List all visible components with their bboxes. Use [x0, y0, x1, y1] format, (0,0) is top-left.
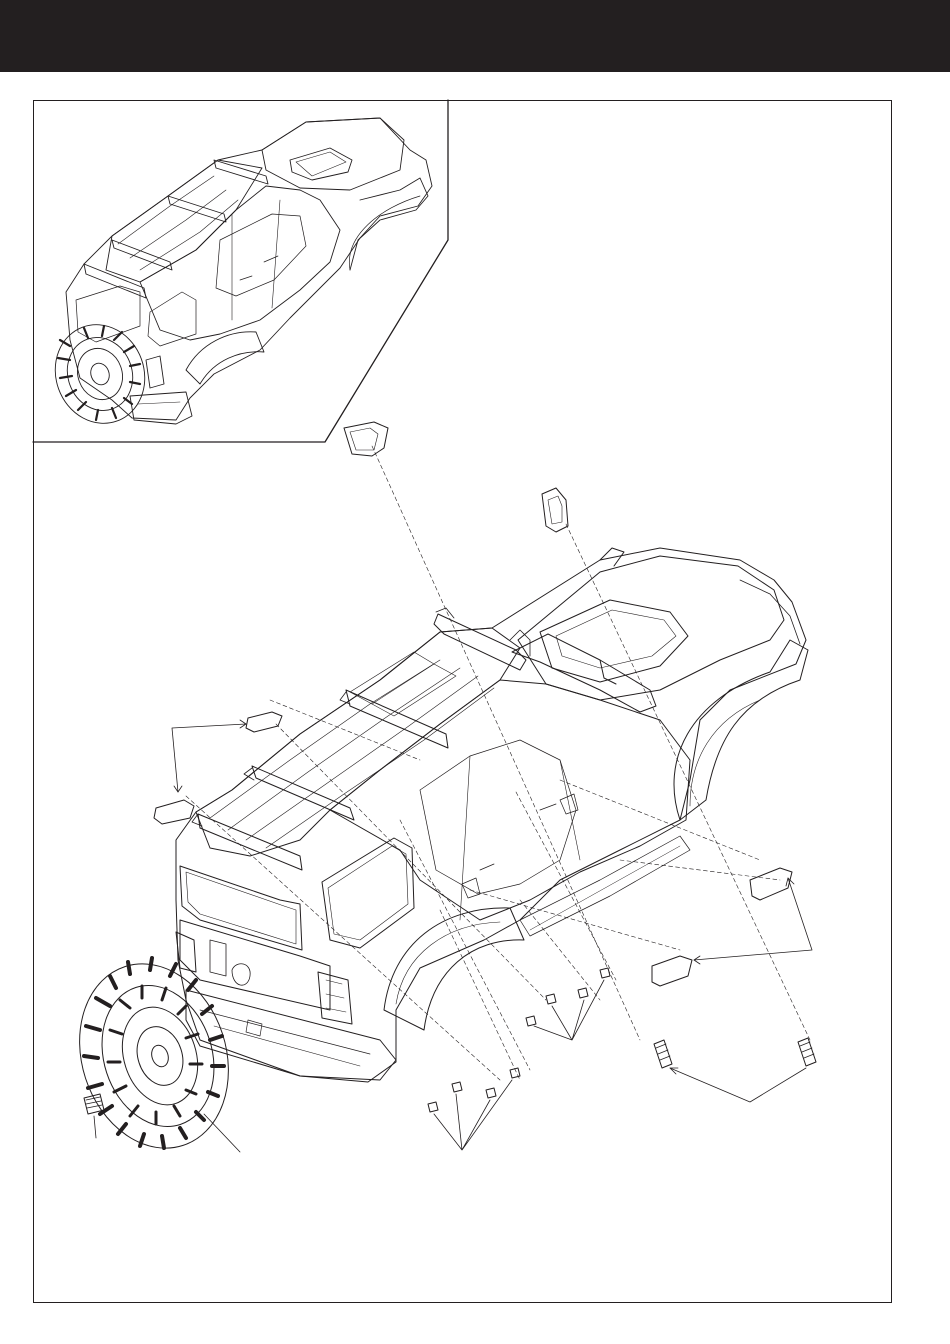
spare-tire	[56, 944, 251, 1167]
side-screw-callout	[534, 980, 604, 1040]
alignment-lines	[186, 446, 810, 1080]
right-mirror	[542, 488, 568, 532]
inset-spare-tire	[42, 312, 159, 436]
left-mirror	[344, 422, 388, 456]
side-clip	[652, 956, 692, 986]
long-screw-callout	[670, 1068, 806, 1102]
long-screw	[654, 1040, 672, 1068]
side-screws	[526, 968, 610, 1026]
inset-panel	[33, 100, 448, 442]
bumper-screw-callout	[434, 1080, 512, 1150]
long-screw	[798, 1038, 816, 1066]
roof-rack-clip	[246, 712, 282, 732]
inset-vehicle-body	[66, 118, 432, 424]
side-clip-callout	[694, 878, 812, 964]
side-clip	[750, 868, 792, 900]
clip-callout	[172, 720, 246, 792]
tire-screw	[84, 1094, 104, 1114]
tire-callout	[94, 1114, 240, 1152]
bumper-screws	[428, 1068, 520, 1112]
vehicle-body	[176, 548, 808, 1082]
roof-rack-clip	[154, 800, 194, 824]
